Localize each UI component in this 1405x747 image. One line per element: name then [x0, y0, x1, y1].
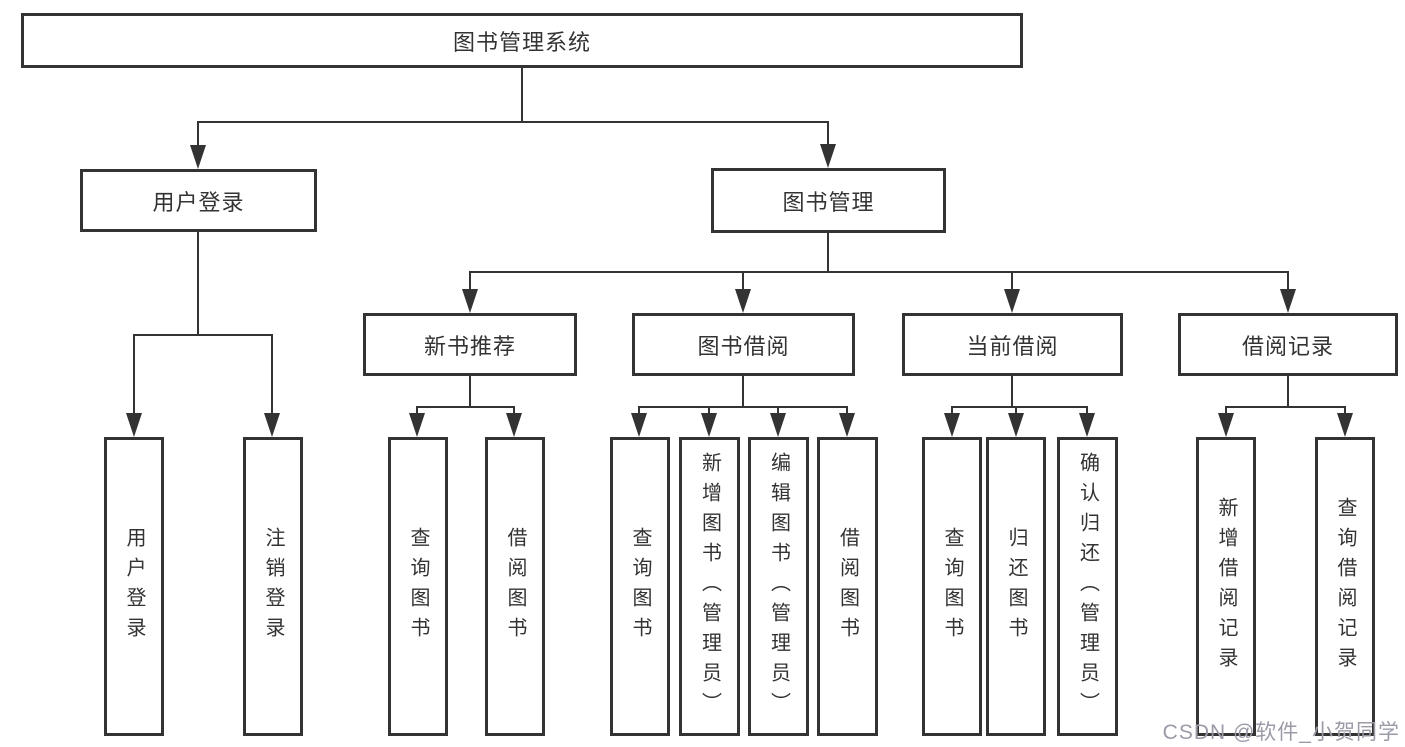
watermark-text: CSDN @软件_小贺同学 [1162, 721, 1400, 744]
edge-borrowing-records-to-leaves [1218, 376, 1353, 437]
leaf-bb-borrow-books: 借阅图书 [817, 437, 878, 736]
leaf-cb-return-books: 归还图书 [986, 437, 1046, 736]
leaf-cb-confirm-return-admin: 确认归还（管理员） [1057, 437, 1118, 736]
leaf-logout: 注销登录 [243, 437, 303, 736]
edge-root-to-level2 [190, 68, 836, 169]
node-new-book-recommend: 新书推荐 [363, 313, 577, 376]
leaf-nbr-query-books: 查询图书 [388, 437, 448, 736]
leaf-br-add-record: 新增借阅记录 [1196, 437, 1256, 736]
edge-current-borrowing-to-leaves [944, 376, 1095, 437]
edge-user-login-to-leaves [126, 232, 280, 437]
node-root: 图书管理系统 [21, 13, 1023, 68]
edge-book-management-to-level3 [462, 233, 1296, 313]
node-user-login: 用户登录 [80, 169, 317, 232]
node-book-management: 图书管理 [711, 168, 946, 233]
node-book-borrowing: 图书借阅 [632, 313, 855, 376]
leaf-br-query-record: 查询借阅记录 [1315, 437, 1375, 736]
edge-book-borrowing-to-leaves [631, 375, 855, 437]
node-borrowing-records: 借阅记录 [1178, 313, 1398, 376]
edge-new-book-recommend-to-leaves [409, 376, 522, 437]
node-current-borrowing: 当前借阅 [902, 313, 1123, 376]
leaf-bb-edit-books-admin: 编辑图书（管理员） [748, 437, 809, 736]
leaf-user-login: 用户登录 [104, 437, 164, 736]
leaf-cb-query-books: 查询图书 [922, 437, 982, 736]
leaf-bb-add-books-admin: 新增图书（管理员） [679, 437, 740, 736]
leaf-bb-query-books: 查询图书 [610, 437, 670, 736]
leaf-nbr-borrow-books: 借阅图书 [485, 437, 545, 736]
